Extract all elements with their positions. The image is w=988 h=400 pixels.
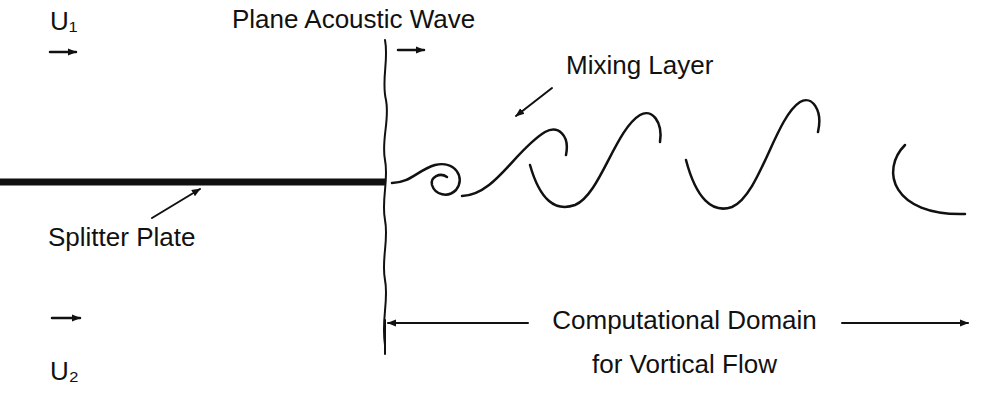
domain-start-tick [384, 320, 386, 354]
velocity-label: U₂ [50, 356, 79, 387]
vortex-roll [530, 113, 660, 207]
vortex-roll [462, 130, 567, 196]
splitter-plate [0, 179, 386, 186]
vortex-roll [893, 145, 965, 214]
leader-line [152, 189, 200, 218]
domain-arrow [388, 322, 528, 324]
velocity-arrow [52, 317, 80, 320]
acoustic-wavefront [384, 40, 387, 345]
part-label: Mixing Layer [566, 50, 713, 81]
wave-label: Plane Acoustic Wave [232, 4, 475, 35]
vortex-roll [392, 164, 460, 194]
domain-arrow [842, 322, 968, 324]
domain-label: Computational Domain for Vortical Flow [542, 298, 827, 386]
vortex-roll [686, 100, 819, 208]
leader-line [516, 88, 552, 116]
velocity-arrow [50, 51, 76, 54]
part-label: Splitter Plate [48, 222, 195, 253]
velocity-label: U₁ [50, 6, 78, 37]
wave-direction-arrow [398, 49, 424, 52]
